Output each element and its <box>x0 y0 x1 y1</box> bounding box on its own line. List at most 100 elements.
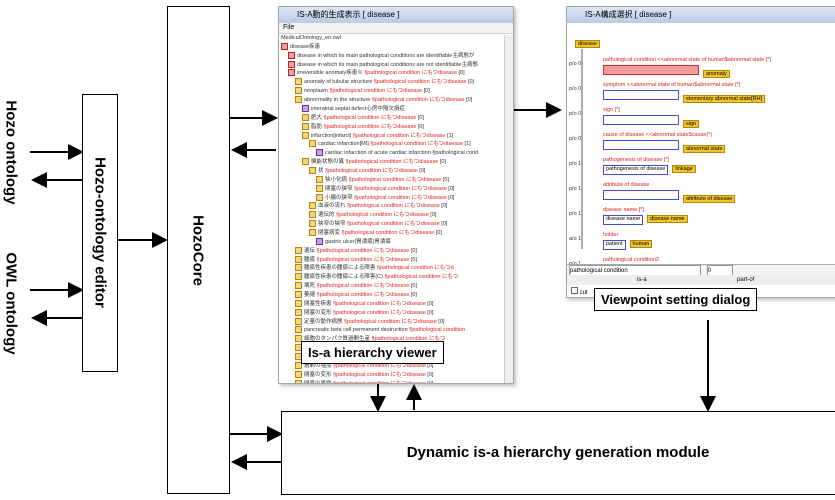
tree-node-icon <box>295 361 302 369</box>
tree-node-icon <box>309 140 316 148</box>
tree-node-icon <box>295 299 302 307</box>
tree-row[interactable]: 閉塞の変形 §pathological condition にもつdisease… <box>281 308 503 318</box>
slot-class-tag[interactable]: linkage <box>672 165 696 173</box>
viewpoint-connectors <box>581 49 583 249</box>
tree-node-icon <box>316 193 323 201</box>
tree-row[interactable]: 肥大 §pathological condition にもつdisease [0… <box>281 113 503 123</box>
slot-value-box[interactable] <box>603 140 679 150</box>
slot-value-box[interactable]: patient <box>603 240 626 250</box>
viewer-menubar[interactable]: File <box>279 23 513 34</box>
slot-class-tag[interactable]: disease name <box>647 215 688 223</box>
slot-role: p/o 1 <box>569 186 582 192</box>
slot-value-box[interactable] <box>603 65 699 75</box>
col-partof[interactable]: part-of <box>737 277 755 283</box>
slot-class-tag[interactable]: anomaly <box>703 70 730 78</box>
slot-value-row[interactable]: abnormal state <box>603 140 726 153</box>
tree-row-label: 腫瘍性疾患の腫瘍による障害 §pathological condition にも… <box>304 265 454 272</box>
slot-value-box[interactable]: pathogenesis of disease <box>603 165 669 175</box>
tree-row[interactable]: 細胞のタンパク質過剰生産 §pathological condition にもつ <box>281 335 503 344</box>
tree-row[interactable]: disease in which its main pathological c… <box>281 60 503 70</box>
root-node[interactable]: disease <box>575 40 600 48</box>
slot-value-box[interactable] <box>603 115 679 125</box>
tree-row[interactable]: neoplasm §pathological condition にもつdise… <box>281 87 503 96</box>
tree-row[interactable]: 血液の流れ §pathological condition にもつdisease… <box>281 202 503 211</box>
tree-row-label: 狭小化病 §pathological condition にもつdisease … <box>325 176 449 183</box>
slot-value-box[interactable] <box>603 90 679 100</box>
tree-row[interactable]: 腫瘍性疾患の腫瘍による障害(C) §pathological condition… <box>281 273 503 282</box>
tree-row[interactable]: 壊死 §pathological condition にもつdisease [0… <box>281 282 503 291</box>
tree-row[interactable]: pancreatic beta cell permanent destructi… <box>281 326 503 335</box>
tree-row[interactable]: interatrial septal defect心房中隔欠損症 <box>281 104 503 114</box>
tree-node-icon <box>309 220 316 228</box>
tree-row-label: 遺伝 §pathological condition にもつdisease [0… <box>304 247 417 254</box>
slot-name: pathogenesis of disease [*] <box>603 157 670 163</box>
slot-name: disease name [*] <box>603 207 644 213</box>
tree-row[interactable]: 狭小化病 §pathological condition にもつdisease … <box>281 175 503 185</box>
tree-row[interactable]: infarction[infarct] §pathological condit… <box>281 131 503 141</box>
tree-row[interactable]: anomaly of tubular structure §pathologic… <box>281 78 503 87</box>
tree-row[interactable]: 遺伝 §pathological condition にもつdisease [0… <box>281 246 503 256</box>
tree-row[interactable]: gastric ulcer[胃潰瘍]胃潰瘍 <box>281 237 503 247</box>
tree-node-icon <box>309 211 316 219</box>
tree-node-icon <box>316 184 323 192</box>
file-menu[interactable]: File <box>283 24 295 31</box>
isa-viewer-window: IS-A動的生成表示 [ disease ] File MedicalOntol… <box>278 6 514 384</box>
dynamic-module-box <box>281 411 835 495</box>
tree-node-icon <box>309 202 316 210</box>
tree-row[interactable]: 状 §pathological condition にもつdisease [0] <box>281 166 503 176</box>
slot-name: pathological condition <<abnormal state … <box>603 57 771 63</box>
tree-row[interactable]: disease疾患 <box>281 42 503 52</box>
tree-row[interactable]: 腫瘍性疾患の腫瘍による障害 §pathological condition にも… <box>281 264 503 273</box>
tree-row[interactable]: 小腸の狭窄 §pathological condition にもつdisease… <box>281 193 503 203</box>
tree-row[interactable]: 狭窄の狭窄 §pathological condition にもつdisease… <box>281 220 503 229</box>
slot-value-row[interactable]: attribute of disease <box>603 190 736 203</box>
tree-row[interactable]: 定量の動作病態 §pathological condition にもつdisea… <box>281 317 503 327</box>
slot-class-tag[interactable]: human <box>629 240 653 248</box>
viewer-scrollbar[interactable] <box>504 35 513 383</box>
slot-value-box[interactable]: disease name <box>603 215 644 225</box>
slot-class-tag[interactable]: abnormal state <box>683 145 726 153</box>
tree-row[interactable]: cardiac infarction of acute cardiac infa… <box>281 149 503 158</box>
cut-checkbox[interactable]: cut <box>571 287 588 296</box>
tree-row-label: 腫瘍 §pathological condition にもつdisease [0… <box>304 256 417 263</box>
tree-row[interactable]: irreversible anomaly疾患※ §pathological co… <box>281 69 503 78</box>
slot-role: a/o 1 <box>569 236 582 242</box>
tree-row[interactable]: 過剰の増加 §pathological condition にもつdisease… <box>281 361 503 371</box>
tree-row[interactable]: 萎縮 §pathological condition にもつdisease [0… <box>281 290 503 300</box>
tree-row-label: 閉塞の狭窄 §pathological condition にもつdisease… <box>325 185 455 192</box>
tree-row-label: irreversible anomaly疾患※ §pathological co… <box>297 70 465 77</box>
slot-class-tag[interactable]: attribute of disease <box>683 195 736 203</box>
tree-row[interactable]: cardiac infarction[MI] §pathological con… <box>281 140 503 149</box>
viewpoint-dialog-caption: Viewpoint setting dialog <box>594 288 758 311</box>
hozocore-label: HozoCore <box>189 215 207 286</box>
tree-row[interactable]: 閉塞病変 §pathological condition にもつdisease … <box>281 228 503 238</box>
dialog-select-bar[interactable]: pathological condition 0 <box>567 264 835 277</box>
tree-row[interactable]: 遺伝的 §pathological condition にもつdisease [… <box>281 211 503 220</box>
tree-row[interactable]: 閉塞の異常 §pathological condition にもつdisease… <box>281 379 503 383</box>
slot-value-row[interactable]: elementary abnormal state[RH] <box>603 90 766 103</box>
tree-row[interactable]: 腫瘍 §pathological condition にもつdisease [0… <box>281 255 503 265</box>
tree-node-icon <box>288 60 295 68</box>
slot-value-row[interactable]: anomaly <box>603 65 730 78</box>
tree-row[interactable]: MedicalOntology_en.owl <box>281 35 503 43</box>
slot-value-row[interactable]: sign <box>603 115 700 128</box>
tree-row[interactable]: 閉塞の狭窄 §pathological condition にもつdisease… <box>281 184 503 194</box>
tree-row[interactable]: disease in which its main pathological c… <box>281 51 503 61</box>
tree-node-icon <box>295 264 302 272</box>
tree-row[interactable]: 機能状態の異 §pathological condition にもつdiseas… <box>281 158 503 167</box>
tree-row[interactable]: abnormality in the structure §pathologic… <box>281 96 503 105</box>
slot-value-box[interactable] <box>603 190 679 200</box>
slot-class-tag[interactable]: elementary abnormal state[RH] <box>683 95 766 103</box>
col-isa[interactable]: is-a <box>637 277 647 283</box>
tree-row[interactable]: 閉塞の変形 §pathological condition にもつdisease… <box>281 370 503 380</box>
tree-row[interactable]: 閉塞性疾患 §pathological condition にもつdisease… <box>281 299 503 309</box>
slot-class-tag[interactable]: sign <box>683 120 700 128</box>
tree-row[interactable]: 脂肪 §pathological condition にもつdisease [0… <box>281 122 503 132</box>
tree-node-icon <box>316 175 323 183</box>
